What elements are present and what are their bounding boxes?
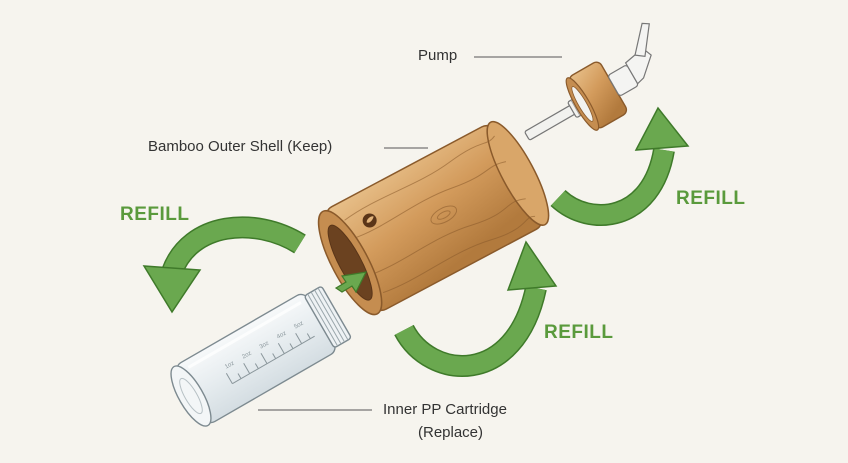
refill-label-right: REFILL xyxy=(676,188,746,209)
pump-label: Pump xyxy=(418,47,458,64)
scale-label-3: 3oz xyxy=(259,340,270,350)
bamboo-outer-shell xyxy=(317,120,550,316)
cartridge-label-line2: (Replace) xyxy=(418,424,484,441)
insert-arrow-icon xyxy=(334,271,368,294)
curved-refill-arrow-bottom xyxy=(394,240,558,377)
scale-label-5: 5oz xyxy=(293,320,304,330)
pump xyxy=(524,22,652,141)
scale-label-2: 2oz xyxy=(241,350,252,360)
refill-label-left: REFILL xyxy=(120,204,190,225)
cartridge-label-line1: Inner PP Cartridge xyxy=(383,401,507,418)
scale-label-4: 4oz xyxy=(276,330,287,340)
curved-refill-arrow-right xyxy=(550,106,690,226)
refill-label-bottom: REFILL xyxy=(544,322,614,343)
pump-nozzle xyxy=(634,22,650,58)
shell-top-end xyxy=(486,120,550,226)
inner-pp-cartridge: 1oz 2oz 3oz 4oz 5oz xyxy=(170,286,352,427)
cartridge-bottom xyxy=(170,365,212,427)
leaf-logo-icon xyxy=(362,213,377,228)
scale-label-1: 1oz xyxy=(224,360,235,370)
shell-label: Bamboo Outer Shell (Keep) xyxy=(148,138,333,155)
cartridge-scale xyxy=(232,335,315,385)
wood-grain xyxy=(344,135,536,294)
curved-refill-arrow-left xyxy=(142,216,306,314)
